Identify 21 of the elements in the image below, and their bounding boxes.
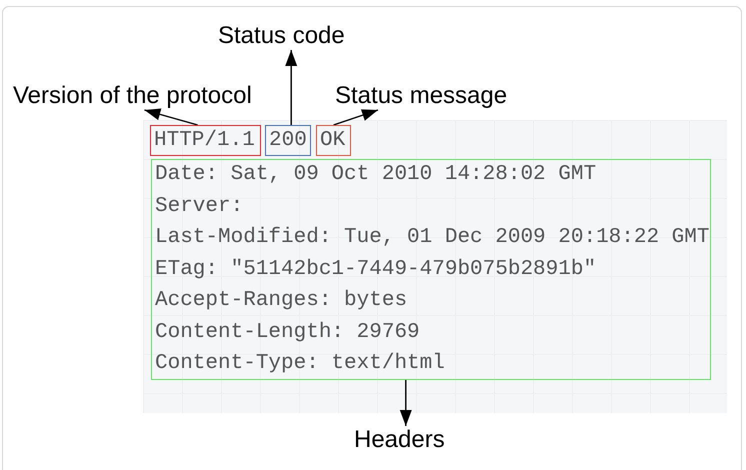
header-line: Date: Sat, 09 Oct 2010 14:28:02 GMT bbox=[155, 163, 596, 187]
annotation-label: Status message bbox=[335, 82, 508, 110]
status-line-text: 200 bbox=[269, 129, 307, 153]
header-line: Accept-Ranges: bytes bbox=[155, 289, 408, 313]
annotation-label: Version of the protocol bbox=[13, 82, 252, 110]
header-line: ETag: "51142bc1-7449-479b075b2891b" bbox=[155, 258, 596, 282]
highlight-frame bbox=[316, 125, 351, 156]
header-line: Content-Length: 29769 bbox=[155, 320, 420, 344]
header-line: Server: bbox=[155, 194, 244, 218]
highlight-frame bbox=[150, 125, 261, 156]
arrow bbox=[333, 109, 378, 126]
header-line: Content-Type: text/html bbox=[155, 352, 445, 376]
status-line-text: HTTP/1.1 bbox=[154, 129, 255, 153]
annotation-label: Status code bbox=[218, 22, 345, 50]
arrow bbox=[400, 380, 412, 426]
arrow bbox=[285, 50, 298, 125]
arrow bbox=[144, 108, 198, 126]
headers-frame bbox=[151, 159, 711, 380]
header-line: Last-Modified: Tue, 01 Dec 2009 20:18:22 GMT bbox=[155, 226, 710, 250]
annotation-label: Headers bbox=[354, 426, 445, 454]
status-line-text: OK bbox=[320, 129, 346, 153]
